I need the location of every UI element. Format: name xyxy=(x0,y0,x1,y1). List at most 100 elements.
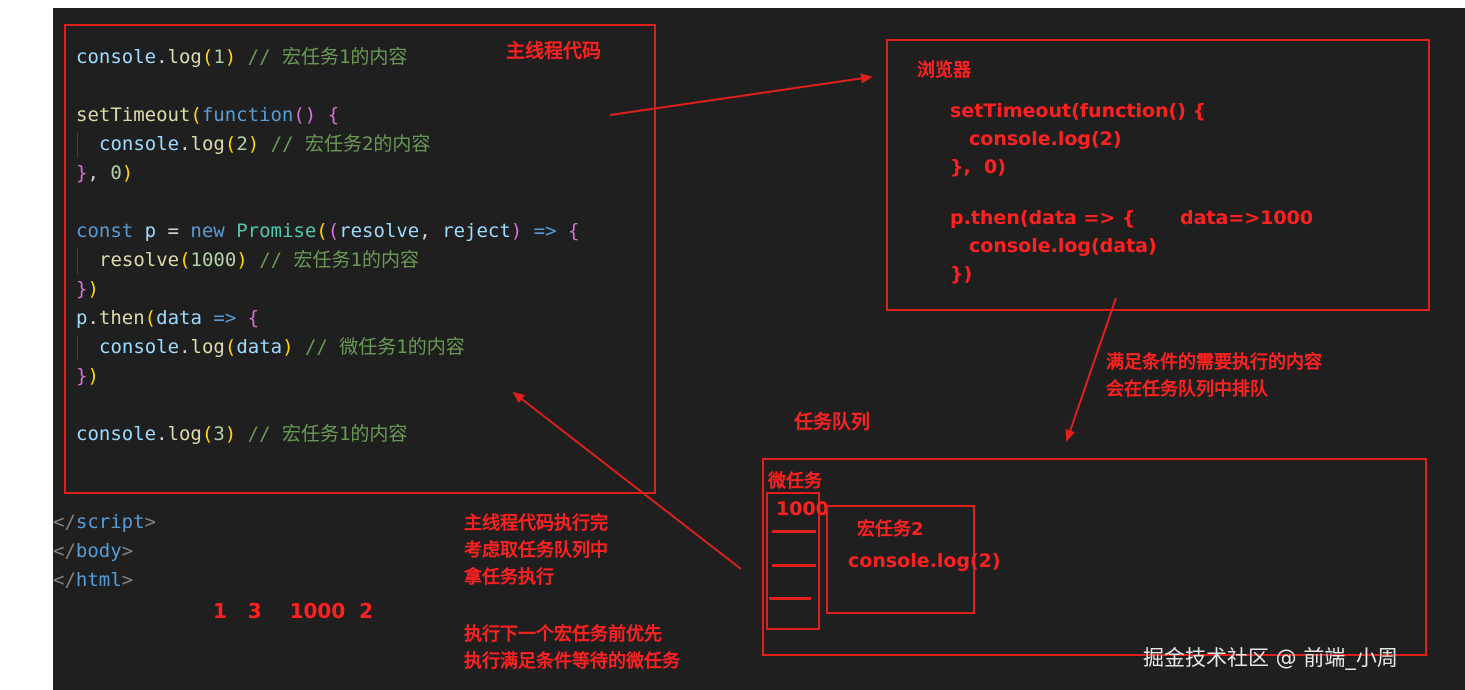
browser-code-line: }, 0) xyxy=(950,156,1006,178)
code-token: ( xyxy=(179,249,191,271)
code-token: log xyxy=(190,336,225,358)
code-token: => xyxy=(522,220,568,242)
code-token: ) xyxy=(282,336,294,358)
code-token: reject xyxy=(442,220,511,242)
code-token: { xyxy=(247,307,260,329)
macro-task-content: console.log(2) xyxy=(848,550,1001,572)
code-token: () xyxy=(293,104,317,126)
micro-task-value: 1000 xyxy=(776,498,829,520)
code-token: ) xyxy=(224,46,237,68)
code-line: }, 0) xyxy=(76,160,133,186)
code-token: data xyxy=(236,336,283,358)
browser-code-line: console.log(2) xyxy=(969,128,1122,150)
queue-slot xyxy=(769,597,811,600)
arrow-to-browser xyxy=(609,73,873,116)
code-token: ( xyxy=(224,336,237,358)
code-token: . xyxy=(156,423,168,445)
tag-name: body xyxy=(75,540,122,562)
micro-task-label: 微任务 xyxy=(768,471,822,492)
code-token: . xyxy=(156,46,168,68)
tag-bracket: > xyxy=(144,511,156,533)
browser-code-line: }) xyxy=(950,263,973,285)
browser-code-line: console.log(data) xyxy=(969,235,1157,257)
task-queue-label: 任务队列 xyxy=(794,411,871,433)
code-token: ) xyxy=(224,423,237,445)
code-token: } xyxy=(76,365,88,387)
code-token: ( xyxy=(224,133,237,155)
code-token: ( xyxy=(201,46,214,68)
closing-tag: </body> xyxy=(53,538,133,564)
code-token: console xyxy=(76,423,157,445)
code-line: const p = new Promise((resolve, reject) … xyxy=(76,218,579,244)
data-value-label: data=>1000 xyxy=(1180,207,1314,229)
arrows-layer xyxy=(512,73,1117,570)
code-token: then xyxy=(98,307,145,329)
indent-guide xyxy=(77,248,78,274)
code-token: => xyxy=(201,307,248,329)
output-sequence: 1 3 1000 2 xyxy=(213,599,374,623)
main-thread-label: 主线程代码 xyxy=(506,40,602,62)
code-token: { xyxy=(568,220,580,242)
code-line: console.log(3) // 宏任务1的内容 xyxy=(76,421,407,447)
code-token: 1000 xyxy=(190,249,237,271)
exec-note: 主线程代码执行完 xyxy=(464,513,608,534)
code-token: , xyxy=(419,220,443,242)
tag-name: html xyxy=(75,569,122,591)
micro-task-column xyxy=(766,492,820,630)
code-token: console xyxy=(99,133,180,155)
macro-task-label: 宏任务2 xyxy=(857,519,924,540)
code-line: resolve(1000) // 宏任务1的内容 xyxy=(99,247,419,273)
code-line: p.then(data => { xyxy=(76,305,259,331)
tag-bracket: > xyxy=(121,540,134,562)
browser-box xyxy=(886,39,1430,311)
code-token: console xyxy=(76,46,157,68)
code-token: ( xyxy=(327,220,340,242)
code-comment: // 宏任务1的内容 xyxy=(247,249,419,271)
macro-task-box xyxy=(826,505,975,614)
code-token: 3 xyxy=(213,423,225,445)
code-line: console.log(2) // 宏任务2的内容 xyxy=(99,131,430,157)
code-token: ( xyxy=(144,307,157,329)
browser-code-line: setTimeout(function() { xyxy=(950,100,1207,122)
code-token: resolve xyxy=(99,249,180,271)
code-token: 1 xyxy=(213,46,225,68)
code-token: Promise xyxy=(224,220,317,242)
code-line: console.log(1) // 宏任务1的内容 xyxy=(76,44,407,70)
watermark: 掘金技术社区 @ 前端_小周 xyxy=(1143,646,1398,670)
code-line: }) xyxy=(76,276,99,302)
indent-guide xyxy=(77,132,78,158)
queue-note: 满足条件的需要执行的内容 xyxy=(1106,352,1322,373)
arrow-to-main-thread xyxy=(512,391,742,570)
tag-bracket: </ xyxy=(53,540,76,562)
exec-note: 考虑取任务队列中 xyxy=(464,540,608,561)
code-token: function xyxy=(201,104,294,126)
code-token: 0 xyxy=(110,162,122,184)
exec-note: 拿任务执行 xyxy=(464,567,554,588)
code-token: ) xyxy=(236,249,248,271)
closing-tag: </script> xyxy=(53,509,156,535)
code-token: ( xyxy=(190,104,202,126)
code-token: } xyxy=(76,278,88,300)
code-token: ( xyxy=(316,220,328,242)
code-token: data xyxy=(156,307,202,329)
exec-note: 执行满足条件等待的微任务 xyxy=(464,651,680,672)
code-token: = xyxy=(167,220,191,242)
tag-bracket: </ xyxy=(53,569,76,591)
code-line: }) xyxy=(76,363,99,389)
arrow-to-queue xyxy=(1065,297,1117,442)
browser-label: 浏览器 xyxy=(917,60,971,81)
code-token: { xyxy=(316,104,340,126)
code-token: log xyxy=(167,423,202,445)
queue-slot xyxy=(772,564,816,567)
code-token: ) xyxy=(247,133,260,155)
code-token: setTimeout xyxy=(76,104,191,126)
code-token: ( xyxy=(201,423,214,445)
code-token: . xyxy=(87,307,99,329)
code-line: setTimeout(function() { xyxy=(76,102,339,128)
code-token: p xyxy=(133,220,168,242)
code-comment: // 微任务1的内容 xyxy=(293,336,465,358)
browser-code-line: p.then(data => { xyxy=(950,207,1136,229)
queue-note: 会在任务队列中排队 xyxy=(1106,379,1268,400)
main-thread-box xyxy=(64,24,656,494)
exec-note: 执行下一个宏任务前优先 xyxy=(464,624,662,645)
